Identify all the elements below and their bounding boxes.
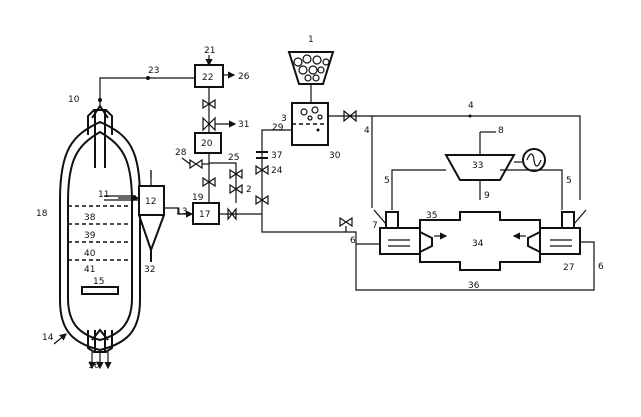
label-36: 36 <box>468 281 480 291</box>
label-30: 30 <box>329 151 341 161</box>
label-26: 26 <box>238 72 250 82</box>
valve-22-20 <box>202 98 216 110</box>
box-20 <box>194 132 222 154</box>
label-16: 16 <box>88 361 100 371</box>
label-7: 7 <box>372 221 378 231</box>
engine-block-34 <box>419 211 541 271</box>
valve-17-out <box>227 207 237 221</box>
valve-2 <box>229 183 243 195</box>
valve-37 <box>256 151 268 159</box>
label-22: 22 <box>202 73 213 83</box>
fuel-hopper-1 <box>287 51 335 85</box>
box-3-30 <box>291 102 329 146</box>
label-38: 38 <box>84 213 96 223</box>
label-9: 9 <box>484 191 490 201</box>
label-41: 41 <box>84 265 95 275</box>
label-18: 18 <box>36 209 48 219</box>
label-25: 25 <box>228 153 239 163</box>
turbine-33 <box>444 154 516 181</box>
label-40: 40 <box>84 249 96 259</box>
label-33: 33 <box>472 161 483 171</box>
label-34: 34 <box>472 239 484 249</box>
label-2: 2 <box>246 185 252 195</box>
label-37: 37 <box>271 151 282 161</box>
combustor-left-7 <box>373 209 433 255</box>
label-23: 23 <box>148 66 159 76</box>
label-8: 8 <box>498 126 504 136</box>
label-10: 10 <box>68 95 80 105</box>
valve-25 <box>229 168 243 180</box>
label-39: 39 <box>84 231 96 241</box>
label-29: 29 <box>272 123 284 133</box>
label-17: 17 <box>199 210 210 220</box>
gasifier-vessel <box>59 104 141 353</box>
label-5-left: 5 <box>384 176 390 186</box>
label-14: 14 <box>42 333 54 343</box>
valve-24 <box>255 164 269 176</box>
label-6-left: 6 <box>350 236 356 246</box>
label-5-right: 5 <box>566 176 572 186</box>
cyclone-12 <box>138 170 165 262</box>
label-35: 35 <box>426 211 437 221</box>
label-4-side: 4 <box>364 126 370 136</box>
label-4-top: 4 <box>468 101 474 111</box>
label-19: 19 <box>192 193 204 203</box>
label-32: 32 <box>144 265 155 275</box>
combustor-right-27 <box>527 209 587 255</box>
label-21: 21 <box>204 46 215 56</box>
label-11: 11 <box>98 190 109 200</box>
valve-6 <box>339 216 353 228</box>
label-27: 27 <box>563 263 574 273</box>
valve-bottom <box>255 194 269 206</box>
label-28: 28 <box>175 148 187 158</box>
label-12: 12 <box>145 197 156 207</box>
grate-15 <box>81 286 119 295</box>
label-31: 31 <box>238 120 249 130</box>
label-1: 1 <box>308 35 314 45</box>
label-20: 20 <box>201 139 213 149</box>
label-13: 13 <box>176 207 187 217</box>
label-24: 24 <box>271 166 283 176</box>
label-3: 3 <box>281 114 287 124</box>
generator <box>522 148 546 172</box>
valve-4 <box>343 109 357 123</box>
label-6-right: 6 <box>598 262 604 272</box>
label-15: 15 <box>93 277 104 287</box>
valve-28 <box>189 158 203 170</box>
valve-19 <box>202 176 216 188</box>
